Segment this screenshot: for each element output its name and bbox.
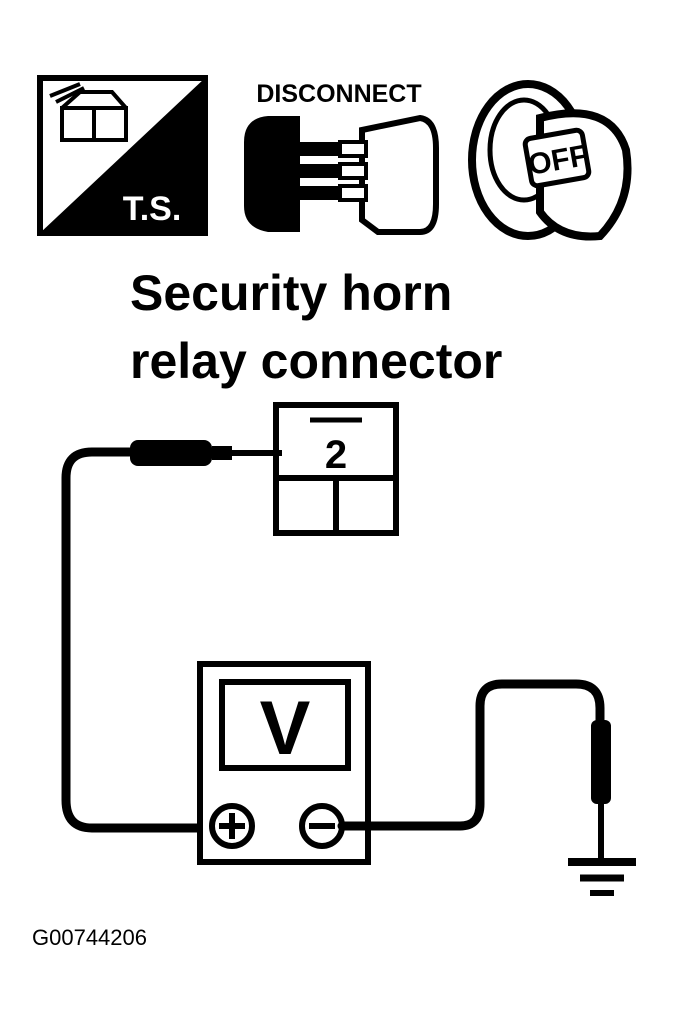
test-symbol-label: T.S.	[123, 190, 182, 228]
disconnect-connector-icon: DISCONNECT	[244, 80, 439, 235]
relay-connector: 2	[273, 402, 399, 536]
plus-terminal-icon	[209, 803, 255, 849]
test-symbol-icon: T.S.	[37, 75, 208, 236]
connector-terminal-label: 2	[325, 433, 347, 477]
title-line-2: relay connector	[130, 333, 502, 389]
negative-test-lead	[337, 679, 611, 860]
figure-id: G00744206	[32, 925, 147, 950]
positive-probe	[130, 440, 212, 466]
negative-probe	[591, 720, 611, 804]
disconnect-label: DISCONNECT	[256, 80, 421, 108]
title-line-1: Security horn	[130, 265, 452, 321]
ignition-key-off-icon: OFF	[468, 80, 632, 241]
voltmeter-display	[219, 679, 351, 771]
voltmeter: V	[197, 661, 371, 865]
ground-symbol-icon	[568, 858, 636, 896]
positive-test-lead	[61, 440, 282, 833]
voltmeter-unit-label: V	[260, 686, 311, 771]
minus-terminal-icon	[299, 803, 345, 849]
